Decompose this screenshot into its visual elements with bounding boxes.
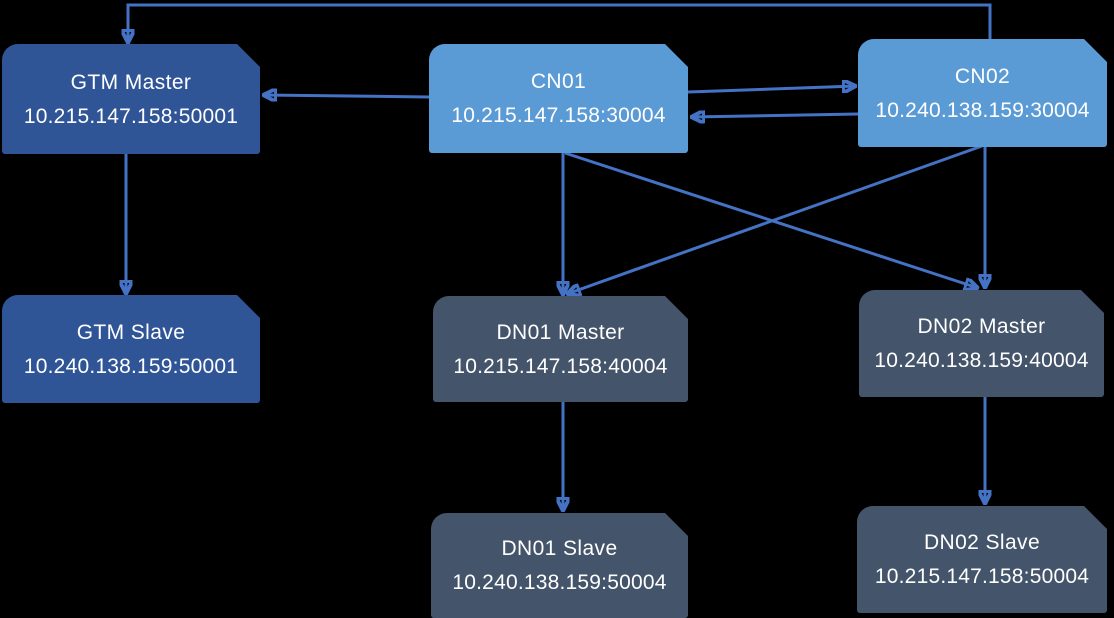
node-cn01: CN01 10.215.147.158:30004 [429,44,688,153]
node-address: 10.240.138.159:50004 [452,571,667,594]
node-address: 10.240.138.159:50001 [23,354,239,378]
arrow-cn02-to-dn01-master [567,144,983,294]
node-address: 10.240.138.159:30004 [875,98,1090,122]
arrow-cn01-to-gtm-master [263,95,430,97]
node-dn01-master: DN01 Master 10.215.147.158:40004 [433,296,688,402]
node-label: DN02 Slave [923,531,1041,554]
node-label: DN01 Master [496,320,625,344]
node-label: DN02 Master [917,315,1046,338]
node-label: CN02 [954,64,1011,88]
arrow-cn02-to-cn01 [691,114,859,117]
node-dn02-master: DN02 Master 10.240.138.159:40004 [859,290,1104,397]
arrow-cn02-to-gtm-master [128,3,992,43]
arrow-cn01-to-cn02 [687,86,856,94]
node-label: GTM Slave [76,320,186,344]
node-cn02: CN02 10.240.138.159:30004 [858,39,1107,147]
node-dn01-slave: DN01 Slave 10.240.138.159:50004 [431,513,688,618]
node-address: 10.215.147.158:40004 [453,354,668,378]
node-label: GTM Master [70,70,192,94]
node-gtm-master: GTM Master 10.215.147.158:50001 [2,44,260,154]
node-dn02-slave: DN02 Slave 10.215.147.158:50004 [857,506,1107,613]
node-address: 10.240.138.159:40004 [874,349,1089,372]
node-address: 10.215.147.158:30004 [451,104,666,127]
node-label: DN01 Slave [501,537,618,560]
node-gtm-slave: GTM Slave 10.240.138.159:50001 [2,295,260,403]
node-label: CN01 [530,70,587,93]
node-address: 10.215.147.158:50001 [23,104,239,128]
node-address: 10.215.147.158:50004 [874,565,1090,588]
